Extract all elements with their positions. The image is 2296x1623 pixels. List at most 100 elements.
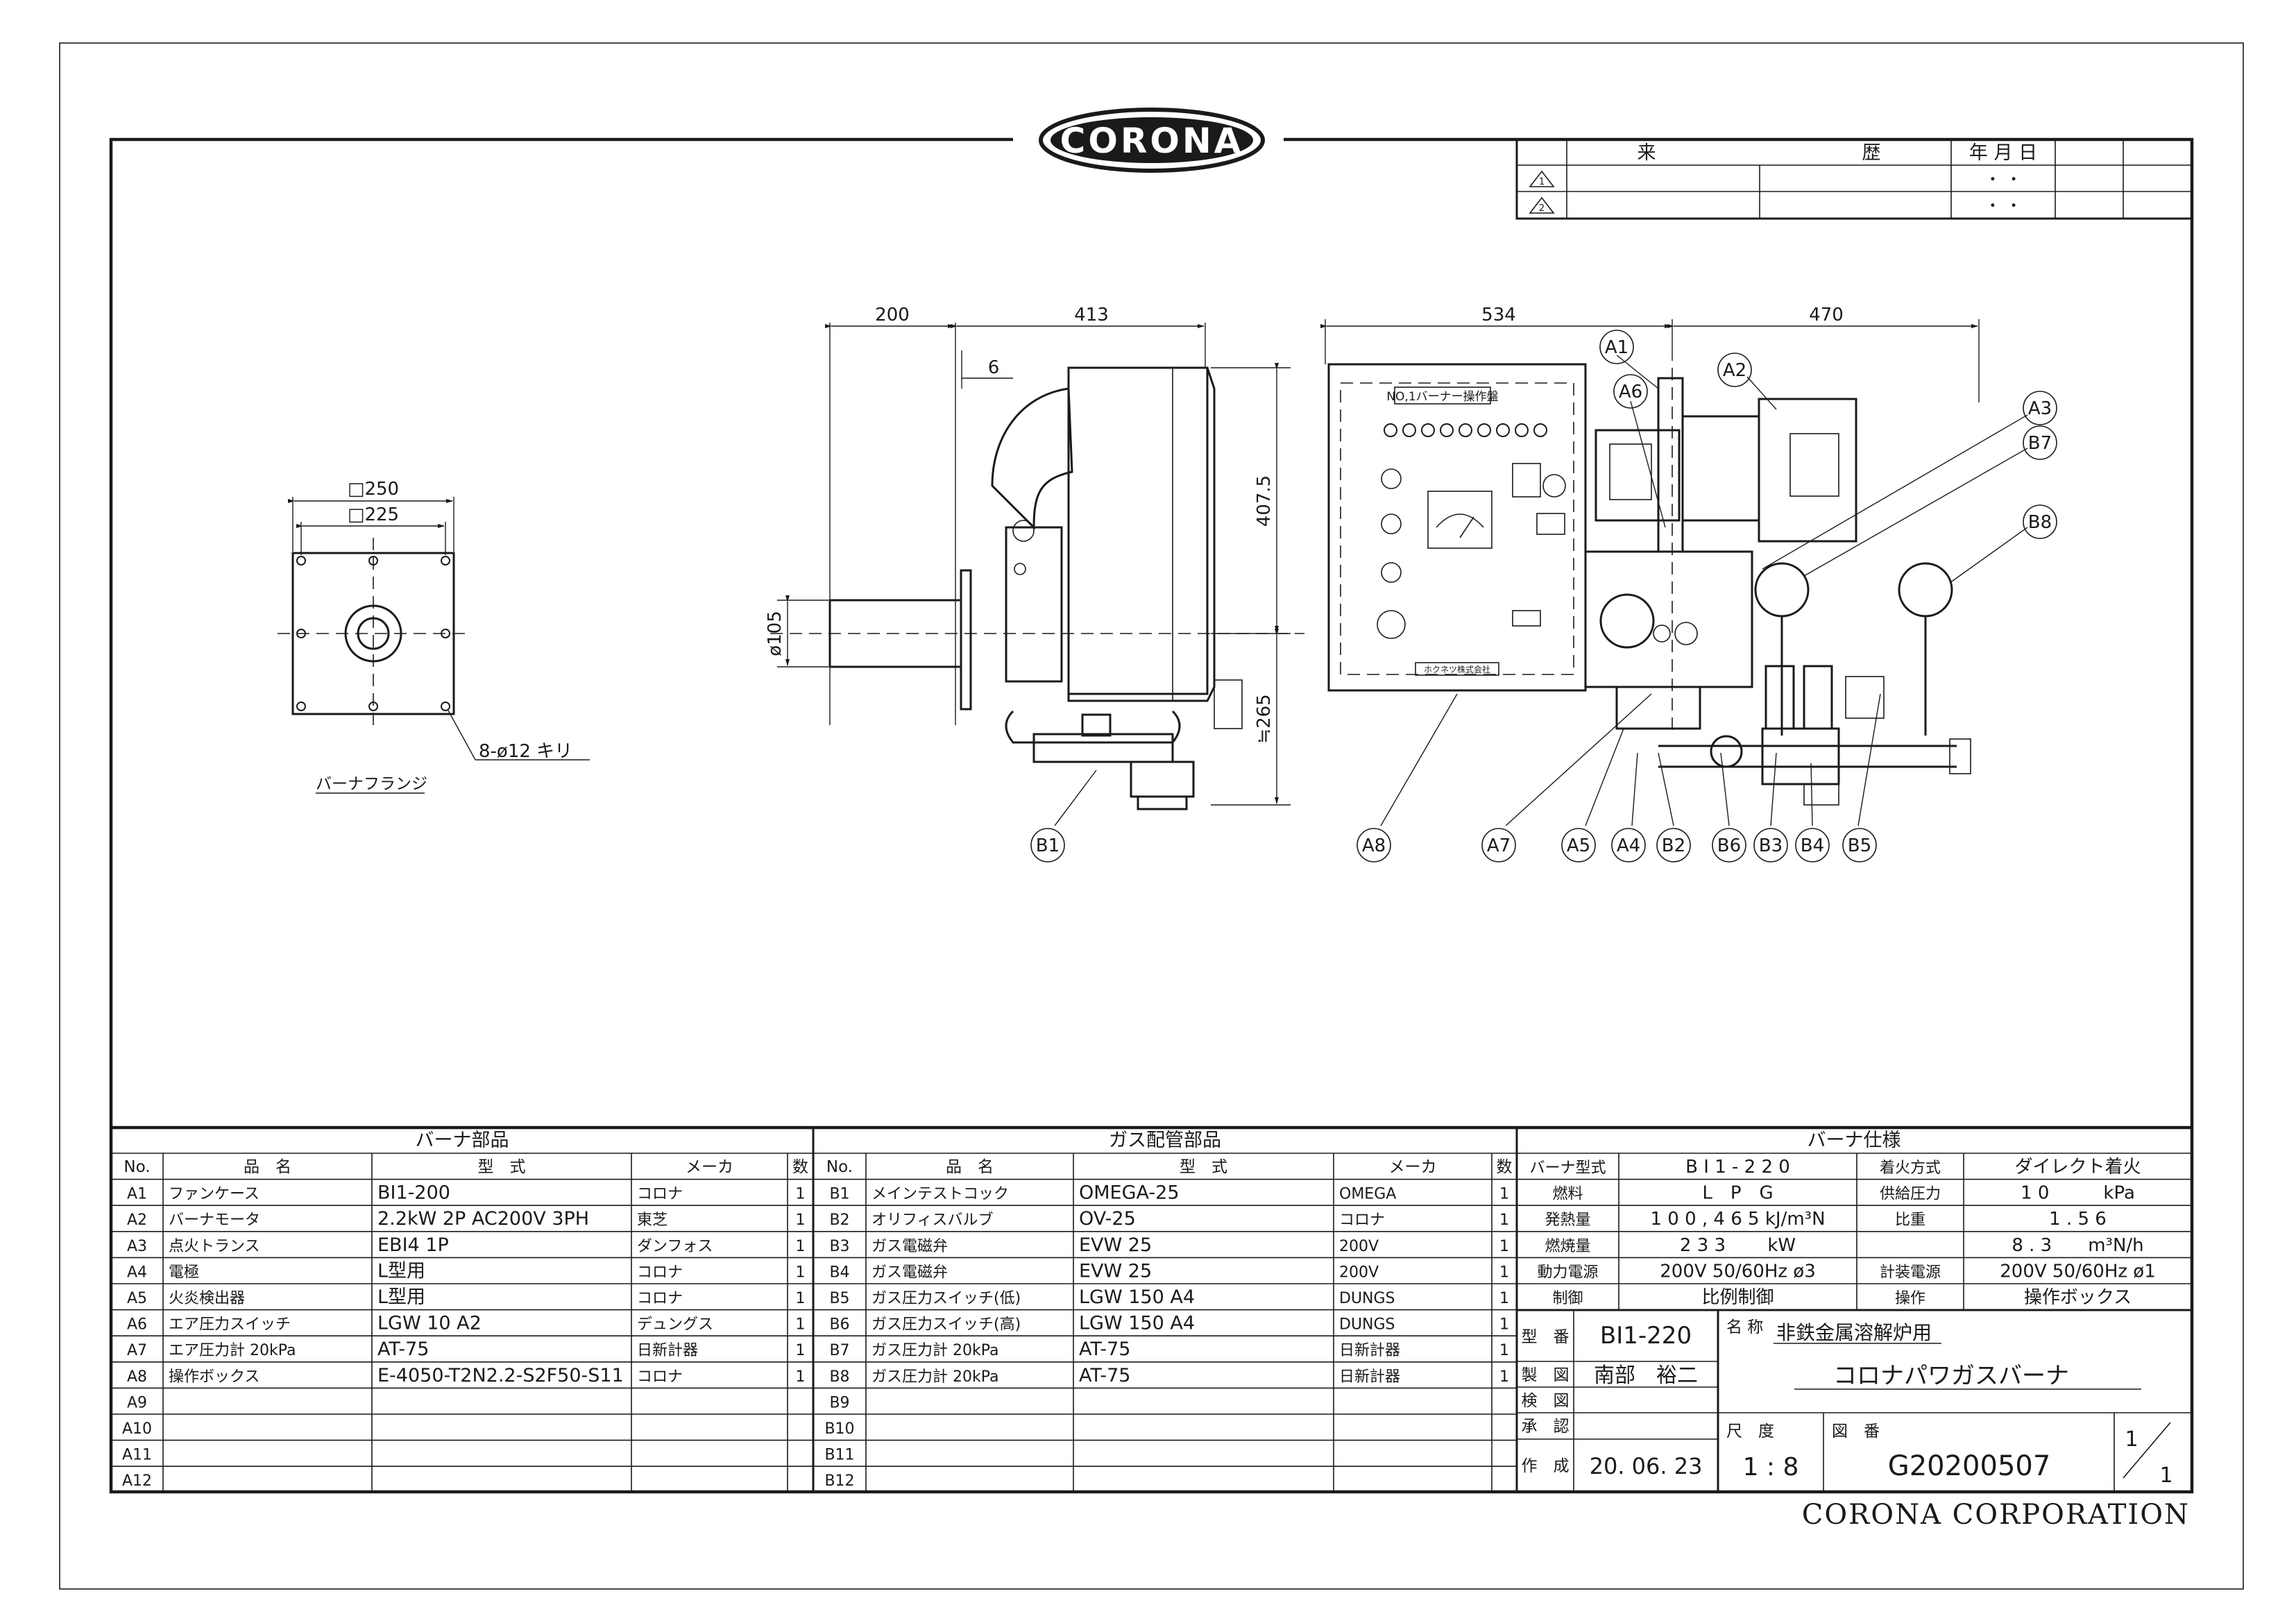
burner-cell-r6-c2: AT-75 [377,1339,430,1360]
spec-cell-r4-c1: 200V 50/60Hz ø3 [1660,1261,1816,1282]
burner-cell-r2-c4: 1 [796,1238,806,1255]
burner-cell-r8-c0: A9 [127,1394,147,1411]
date-header: 年 月 日 [1969,142,2037,164]
sheet-total: 1 [2159,1463,2172,1488]
gas-cell-r2-c3: 200V [1339,1238,1379,1255]
spec-cell-r5-c3: 操作ボックス [2024,1287,2132,1308]
rev1-date: ・ ・ [1984,171,2021,189]
burner-cell-r9-c0: A10 [122,1420,152,1438]
spec-cell-r3-c3: 8 . 3 m³N/h [2012,1235,2143,1256]
gas-cell-r8-c0: B9 [829,1394,849,1411]
burner-front-view: 534 470 NO,1バーナー操作盤 ホクネツ株式会社 A8 [1320,305,2028,863]
burner-cell-r1-c1: バーナモータ [169,1212,260,1229]
callout-B3: B3 [1759,835,1783,856]
spec-cell-r2-c2: 比重 [1895,1212,1925,1229]
burner-cell-r6-c4: 1 [796,1342,806,1359]
gas-cell-r2-c0: B3 [829,1238,849,1255]
rev2-date: ・ ・ [1984,197,2021,215]
spec-cell-r3-c1: 2 3 3 kW [1680,1235,1796,1256]
gas-cell-r2-c2: EVW 25 [1079,1234,1152,1256]
drawing-no-label: 図 番 [1832,1422,1880,1441]
burner-col-header: メーカ [686,1158,733,1176]
burner-cell-r2-c1: 点火トランス [169,1238,260,1255]
burner-cell-r0-c0: A1 [127,1186,147,1203]
burner-cell-r11-c0: A12 [122,1472,152,1490]
spec-cell-r0-c0: バーナ型式 [1529,1159,1606,1177]
control-panel [1327,363,1587,692]
dim-534: 534 [1481,305,1516,325]
flange-holes-note: 8-ø12 キリ [479,741,572,762]
burner-cell-r2-c3: ダンフォス [637,1238,713,1255]
callout-A7: A7 [1487,835,1511,856]
dim-200: 200 [875,305,910,325]
callout-B2: B2 [1662,835,1685,856]
spec-cell-r0-c1: B I 1 - 2 2 0 [1685,1157,1790,1178]
spec-cell-r4-c0: 動力電源 [1537,1264,1598,1281]
burner-cell-r5-c0: A6 [127,1316,147,1334]
name-label: 名 称 [1726,1318,1763,1336]
gas-cell-r1-c4: 1 [1499,1212,1509,1229]
drawn-value: 南部 裕二 [1594,1363,1698,1388]
burner-cell-r5-c4: 1 [796,1316,806,1334]
gas-cell-r6-c3: 日新計器 [1339,1342,1400,1359]
burner-side-view: 200 413 6 ø105 407.5 ≒265 B1 [765,305,1304,863]
gas-cell-r5-c1: ガス圧力スイッチ(高) [871,1316,1021,1334]
panel-maker-plate: ホクネツ株式会社 [1424,664,1490,674]
gas-col-header: 品 名 [946,1158,994,1176]
spec-cell-r2-c1: 1 0 0 , 4 6 5 kJ/m³N [1650,1209,1825,1230]
burner-cell-r3-c0: A4 [127,1264,147,1281]
rev2-mark: 2 [1539,203,1545,214]
gas-cell-r7-c1: ガス圧力計 20kPa [871,1368,999,1386]
burner-cell-r2-c0: A3 [127,1238,147,1255]
spec-cell-r1-c3: 1 0 kPa [2021,1183,2135,1204]
spec-cell-r5-c0: 制御 [1552,1290,1583,1307]
gas-col-header: No. [826,1158,853,1176]
burner-cell-r6-c3: 日新計器 [637,1342,698,1359]
burner-cell-r0-c4: 1 [796,1186,806,1203]
name-sub: 非鉄金属溶解炉用 [1776,1321,1932,1344]
gas-cell-r5-c2: LGW 150 A4 [1079,1313,1195,1334]
callout-A3: A3 [2028,398,2052,419]
callout-A4: A4 [1617,835,1640,856]
dim-413: 413 [1074,305,1109,325]
burner-col-header: No. [124,1158,150,1176]
burner-col-header: 型 式 [478,1158,526,1176]
spec-cell-r4-c2: 計装電源 [1880,1264,1941,1281]
burner-cell-r1-c3: 東芝 [637,1212,667,1229]
burner-cell-r7-c1: 操作ボックス [169,1368,260,1386]
burner-cell-r4-c4: 1 [796,1290,806,1307]
spec-cell-r5-c2: 操作 [1895,1290,1925,1307]
gas-cell-r0-c1: メインテストコック [871,1186,1009,1203]
scale-value: 1 : 8 [1743,1453,1799,1481]
gas-cell-r1-c0: B2 [829,1212,849,1229]
callout-B8: B8 [2028,512,2052,533]
panel-title: NO,1バーナー操作盤 [1386,390,1498,404]
gas-col-header: メーカ [1389,1158,1437,1176]
callout-B5: B5 [1848,835,1871,856]
burner-cell-r1-c0: A2 [127,1212,147,1229]
company-name: CORONA CORPORATION [1802,1499,2190,1531]
burner-cell-r7-c3: コロナ [637,1368,683,1386]
callout-A2: A2 [1723,360,1746,381]
gas-cell-r7-c4: 1 [1499,1368,1509,1386]
burner-cell-r7-c4: 1 [796,1368,806,1386]
dim-6: 6 [988,357,1000,378]
outer-frame [59,42,2244,1590]
burner-flange-view: □250 □225 8-ø12 キリ バーナフランジ [278,479,590,794]
callout-B6: B6 [1717,835,1741,856]
gas-cell-r5-c3: DUNGS [1339,1316,1395,1334]
gas-cell-r0-c2: OMEGA-25 [1079,1182,1180,1204]
drawn-label: 製 図 [1522,1366,1570,1384]
gas-cell-r4-c1: ガス圧力スイッチ(低) [871,1290,1021,1307]
gas-cell-r0-c0: B1 [829,1186,849,1203]
gas-cell-r7-c3: 日新計器 [1339,1368,1400,1386]
gas-cell-r0-c3: OMEGA [1339,1186,1396,1203]
sheet-number: 1 [2125,1427,2138,1452]
gas-cell-r11-c0: B12 [824,1472,854,1490]
burner-cell-r7-c2: E-4050-T2N2.2-S2F50-S11 [377,1365,624,1386]
callout-A1: A1 [1605,337,1629,358]
gas-cell-r4-c2: LGW 150 A4 [1079,1286,1195,1308]
callout-B7: B7 [2028,433,2052,454]
burner-cell-r0-c3: コロナ [637,1186,683,1203]
